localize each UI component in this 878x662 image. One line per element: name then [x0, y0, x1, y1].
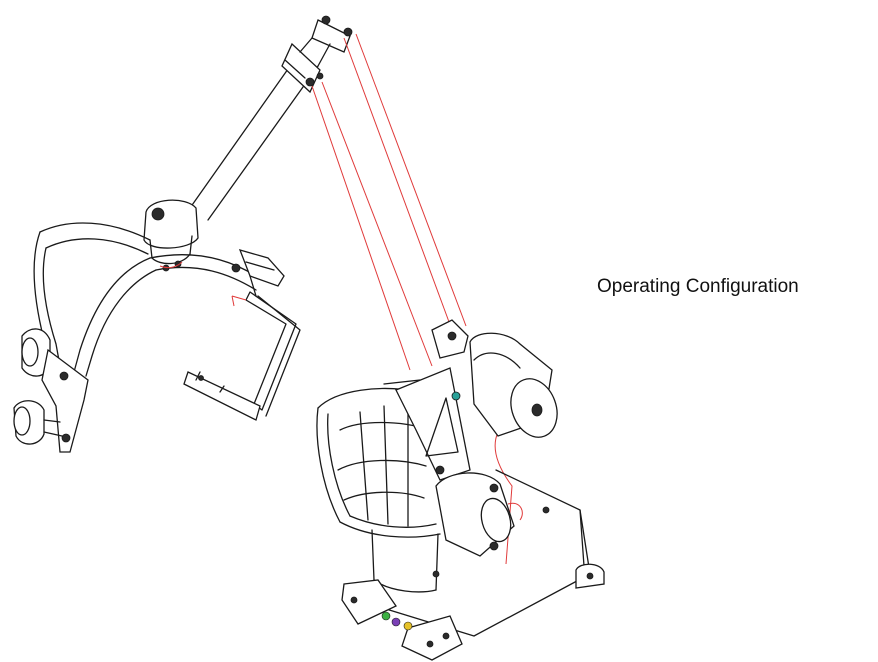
- handle-bracket: [183, 291, 301, 421]
- upper-arm-tube: [189, 15, 353, 221]
- diagram-caption: Operating Configuration: [597, 276, 799, 297]
- wrist-pivot: [143, 199, 199, 265]
- drive-cables: [159, 33, 523, 565]
- end-effector: [13, 328, 89, 453]
- base-structure: [316, 319, 605, 661]
- gimbal-knob: [231, 249, 285, 297]
- curved-gimbal-frame: [33, 222, 263, 377]
